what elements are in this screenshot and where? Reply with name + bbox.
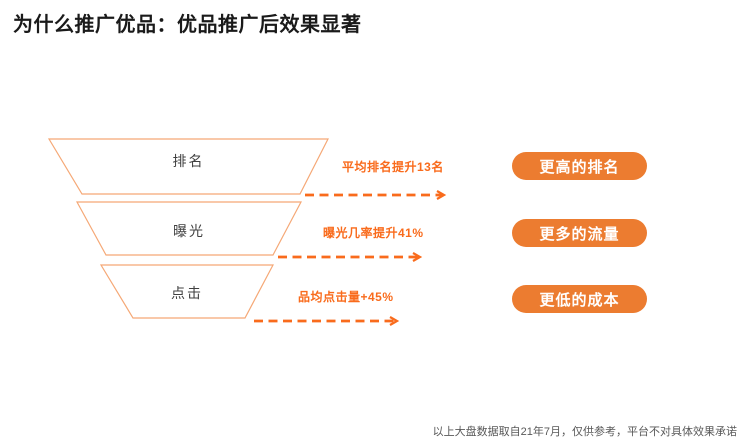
metric-ranking: 平均排名提升13名 [342, 160, 444, 174]
result-pill-cost: 更低的成本 [512, 285, 647, 313]
result-pill-cost-label: 更低的成本 [539, 291, 620, 309]
funnel-label-ranking: 排名 [172, 153, 205, 169]
footer-disclaimer: 以上大盘数据取自21年7月，仅供参考，平台不对具体效果承诺 [432, 426, 737, 438]
funnel-level-ranking-shape [47, 138, 329, 195]
page-title: 为什么推广优品：优品推广后效果显著 [13, 14, 362, 36]
result-pill-ranking-label: 更高的排名 [539, 158, 620, 176]
funnel-level-clicks-shape [99, 264, 274, 319]
funnel-label-clicks: 点击 [171, 285, 203, 301]
result-pill-traffic-label: 更多的流量 [539, 225, 620, 243]
metric-clicks: 品均点击量+45% [298, 290, 394, 304]
result-pill-ranking: 更高的排名 [512, 152, 647, 180]
result-pill-traffic: 更多的流量 [512, 219, 647, 247]
funnel-level-exposure-shape [75, 201, 302, 256]
metric-exposure: 曝光几率提升41% [323, 226, 424, 240]
funnel-label-exposure: 曝光 [173, 223, 205, 239]
